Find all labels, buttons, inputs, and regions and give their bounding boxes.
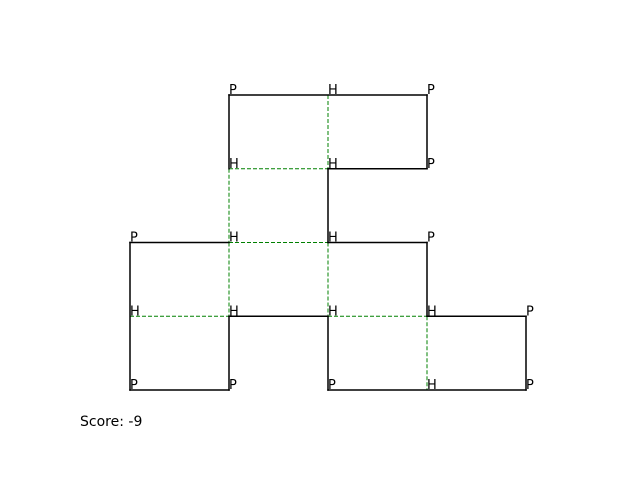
vertex-labels: P H P H H P P H H P H H H H P P P P H P <box>130 83 534 393</box>
vertex-label-h: H <box>427 378 437 393</box>
vertex-label-p: P <box>427 231 435 246</box>
score-value: -9 <box>128 414 143 430</box>
contact-edges <box>130 95 428 390</box>
score-label: Score: <box>80 414 124 430</box>
chain-edges <box>129 94 527 391</box>
vertex-label-p: P <box>427 83 435 98</box>
vertex-label-h: H <box>328 83 338 98</box>
vertex-label-p: P <box>130 231 138 246</box>
vertex-label-p: P <box>328 378 336 393</box>
vertex-label-h: H <box>229 157 239 172</box>
vertex-label-p: P <box>526 378 534 393</box>
vertex-label-p: P <box>229 378 237 393</box>
score-display: Score: -9 <box>80 414 142 430</box>
vertex-label-h: H <box>130 304 140 319</box>
vertex-label-p: P <box>427 157 435 172</box>
vertex-label-h: H <box>229 304 239 319</box>
vertex-label-p: P <box>130 378 138 393</box>
vertex-label-p: P <box>229 83 237 98</box>
vertex-label-h: H <box>427 304 437 319</box>
vertex-label-h: H <box>328 304 338 319</box>
vertex-label-p: P <box>526 304 534 319</box>
vertex-label-h: H <box>229 231 239 246</box>
vertex-label-h: H <box>328 231 338 246</box>
vertex-label-h: H <box>328 157 338 172</box>
